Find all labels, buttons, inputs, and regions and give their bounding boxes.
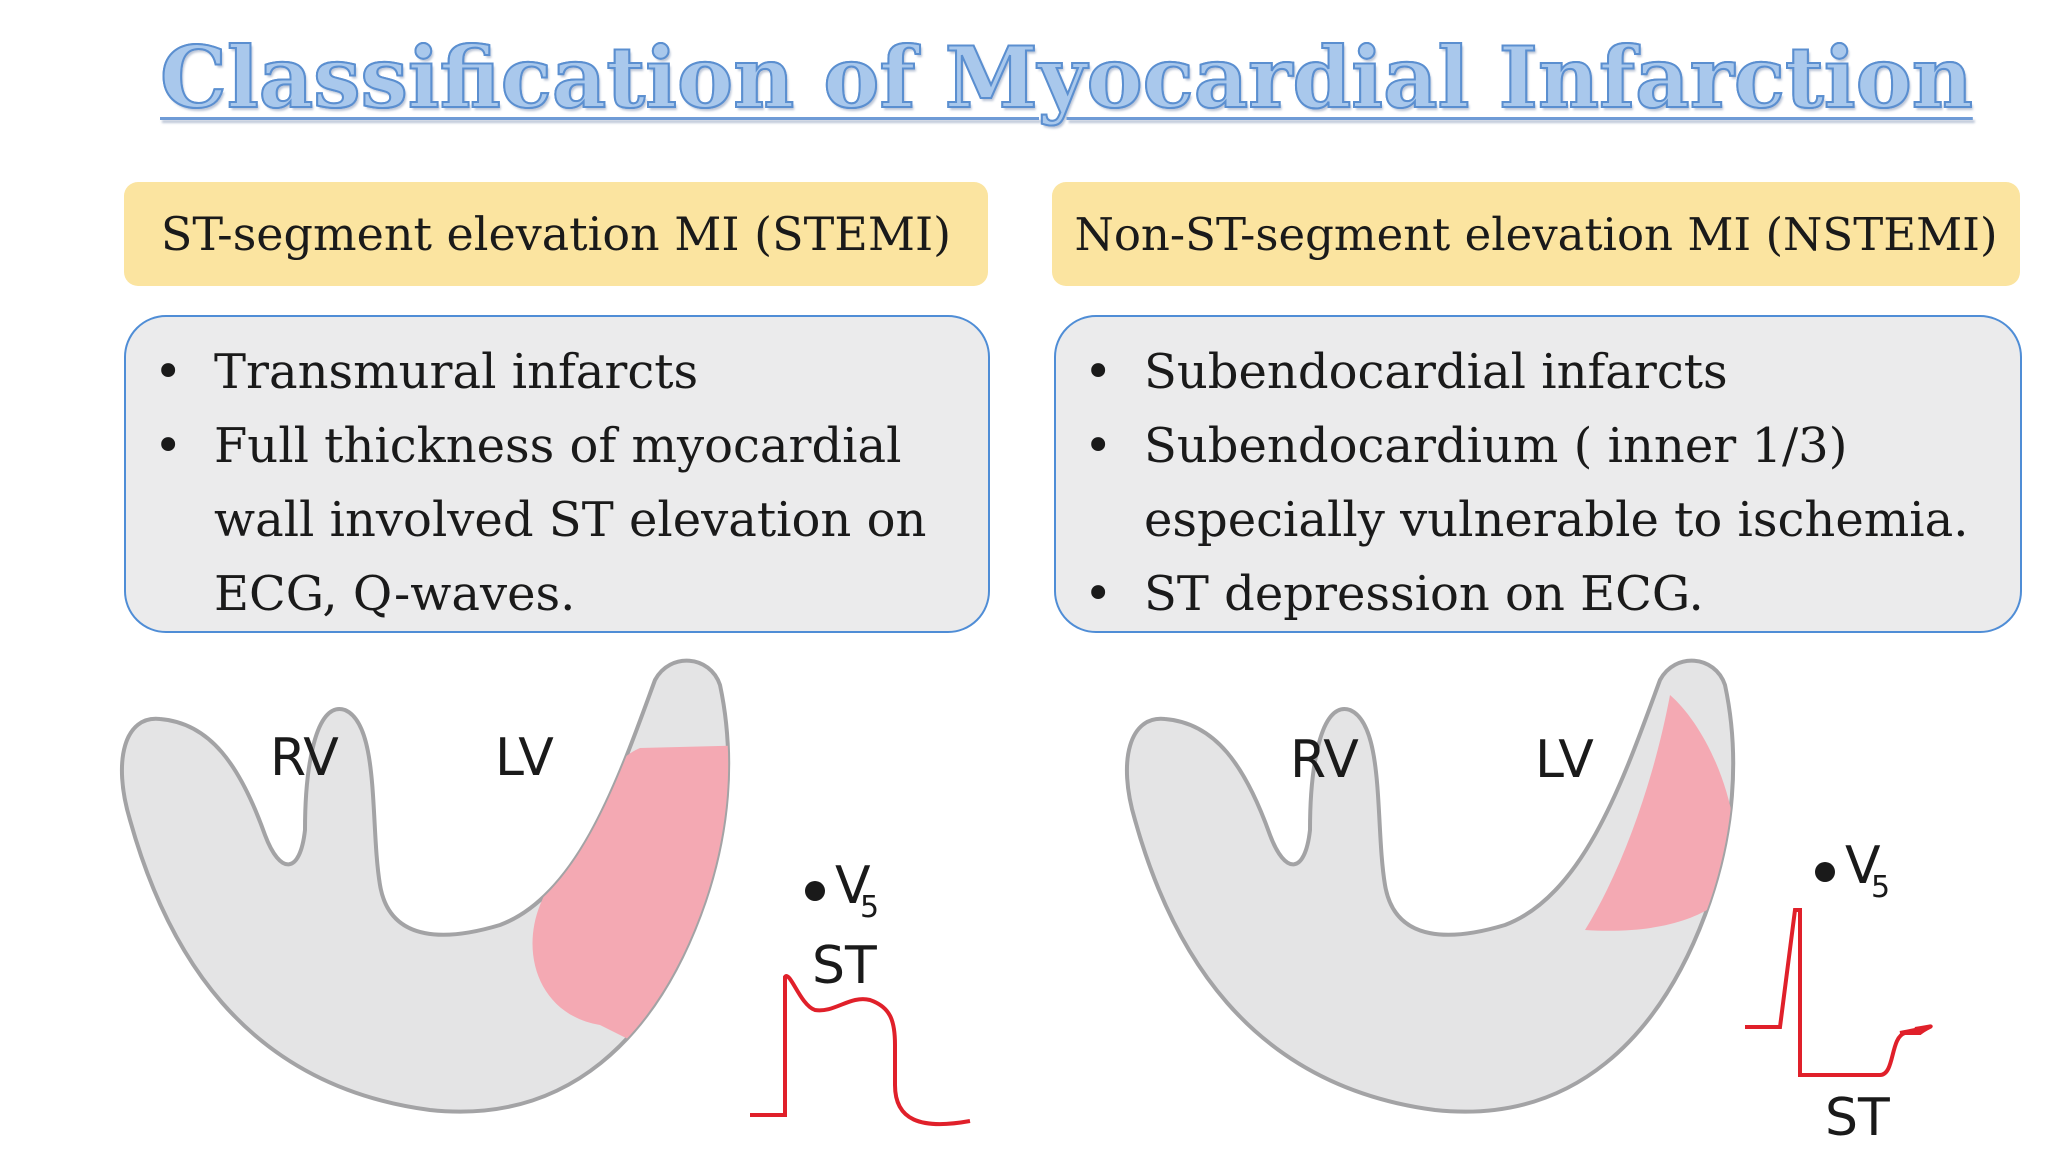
rv-label: RV <box>1290 730 1359 790</box>
electrode-dot-icon <box>805 881 825 901</box>
electrode-dot-icon <box>1815 862 1835 882</box>
st-label: ST <box>812 936 877 996</box>
lead-subscript: 5 <box>1871 870 1890 905</box>
bullet-text: Subendocardium ( inner 1/3) especially v… <box>1144 418 1969 548</box>
stemi-header: ST-segment elevation MI (STEMI) <box>124 182 988 286</box>
subendocardial-infarct-region <box>1585 695 1734 931</box>
lead-label: V <box>1845 836 1881 896</box>
nstemi-info-box: • Subendocardial infarcts • Subendocardium… <box>1054 315 2022 633</box>
page-title: Classification of Myocardial Infarction <box>159 27 1974 128</box>
bullet-text: ST depression on ECG. <box>1144 566 1704 622</box>
bullet-item: • Transmural infarcts <box>150 335 976 409</box>
stemi-info-box: • Transmural infarcts • Full thickness of … <box>124 315 990 633</box>
bullet-item: • Full thickness of myocardial wall invol… <box>150 409 976 631</box>
bullet-icon: • <box>1084 566 1113 622</box>
nstemi-heart-diagram: RV LV V 5 ST <box>1124 658 1933 1148</box>
bullet-icon: • <box>154 344 183 400</box>
bullet-item: • ST depression on ECG. <box>1080 557 2008 631</box>
bullet-icon: • <box>1084 344 1113 400</box>
bullet-text: Transmural infarcts <box>214 344 699 400</box>
lead-subscript: 5 <box>860 890 879 925</box>
st-elevation-ecg-trace <box>750 974 971 1127</box>
bullet-icon: • <box>154 418 183 474</box>
heart-wall <box>1124 658 1736 1114</box>
lv-label: LV <box>495 728 554 788</box>
stemi-heart-diagram: RV LV V 5 ST <box>119 658 971 1127</box>
rv-label: RV <box>270 728 339 788</box>
bullet-text: Subendocardial infarcts <box>1144 344 1728 400</box>
nstemi-header: Non-ST-segment elevation MI (NSTEMI) <box>1052 182 2020 286</box>
bullet-icon: • <box>1084 418 1113 474</box>
st-depression-ecg-trace <box>1745 908 1933 1077</box>
bullet-text: Full thickness of myocardial wall involv… <box>214 418 927 622</box>
lv-label: LV <box>1535 730 1594 790</box>
st-label: ST <box>1825 1088 1890 1148</box>
bullet-item: • Subendocardium ( inner 1/3) especially … <box>1080 409 2008 557</box>
ecg-trace-tail <box>1899 1027 1921 1035</box>
bullet-item: • Subendocardial infarcts <box>1080 335 2008 409</box>
lead-label: V <box>835 856 871 916</box>
